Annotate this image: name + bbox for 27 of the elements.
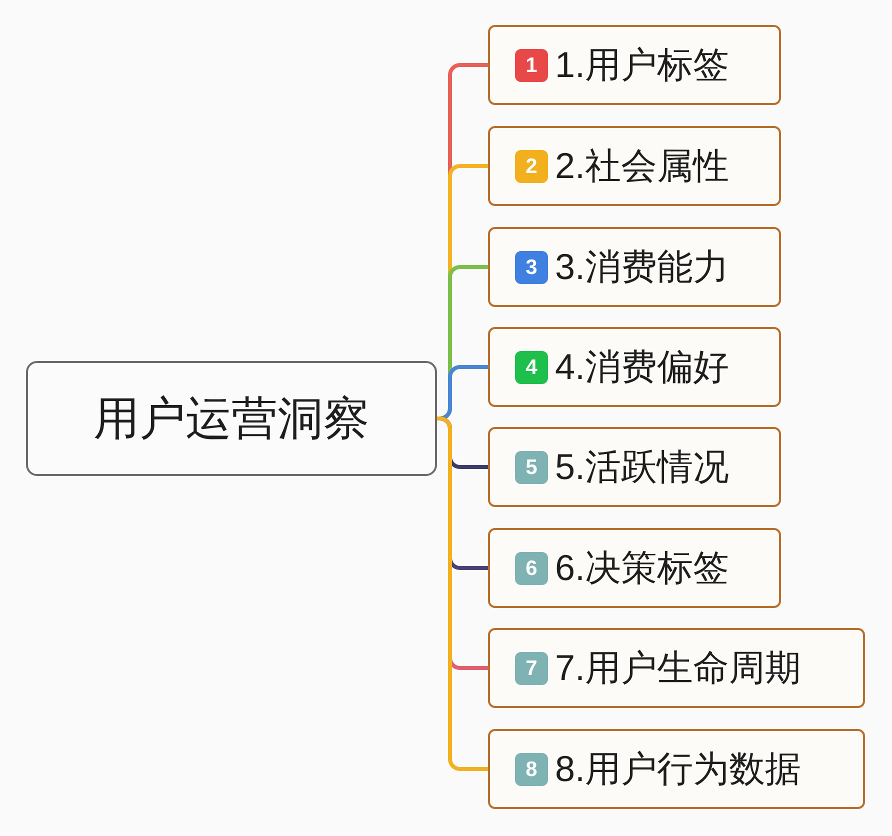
number-badge: 5 <box>515 450 548 484</box>
topic-label: 4.消费偏好 <box>555 346 730 388</box>
topic-label: 2.社会属性 <box>555 145 730 187</box>
topic-label: 6.决策标签 <box>555 547 730 589</box>
number-badge: 4 <box>515 350 548 384</box>
branch-connector <box>436 416 488 771</box>
subtopic-box <box>488 427 781 507</box>
topic-label: 用户运营洞察 <box>94 392 370 445</box>
number-badge: 6 <box>515 552 548 584</box>
topic-label: 5.活跃情况 <box>555 446 730 488</box>
topic-label: 7.用户生命周期 <box>555 647 802 689</box>
number-badge: 7 <box>515 652 548 684</box>
subtopic-box <box>488 126 781 206</box>
subtopic-box <box>488 528 781 608</box>
subtopic-box <box>488 227 781 307</box>
number-badge: 1 <box>515 48 548 82</box>
topic-label: 1.用户标签 <box>555 44 730 86</box>
number-badge: 3 <box>515 250 548 284</box>
subtopic-box <box>488 25 781 105</box>
subtopic-box <box>488 628 865 708</box>
central-topic-box <box>26 361 437 476</box>
topic-label: 3.消费能力 <box>555 246 730 288</box>
subtopic-box <box>488 729 865 809</box>
number-badge: 2 <box>515 150 548 182</box>
subtopic-box <box>488 327 781 407</box>
number-badge: 8 <box>515 752 548 786</box>
topic-label: 8.用户行为数据 <box>555 748 802 790</box>
